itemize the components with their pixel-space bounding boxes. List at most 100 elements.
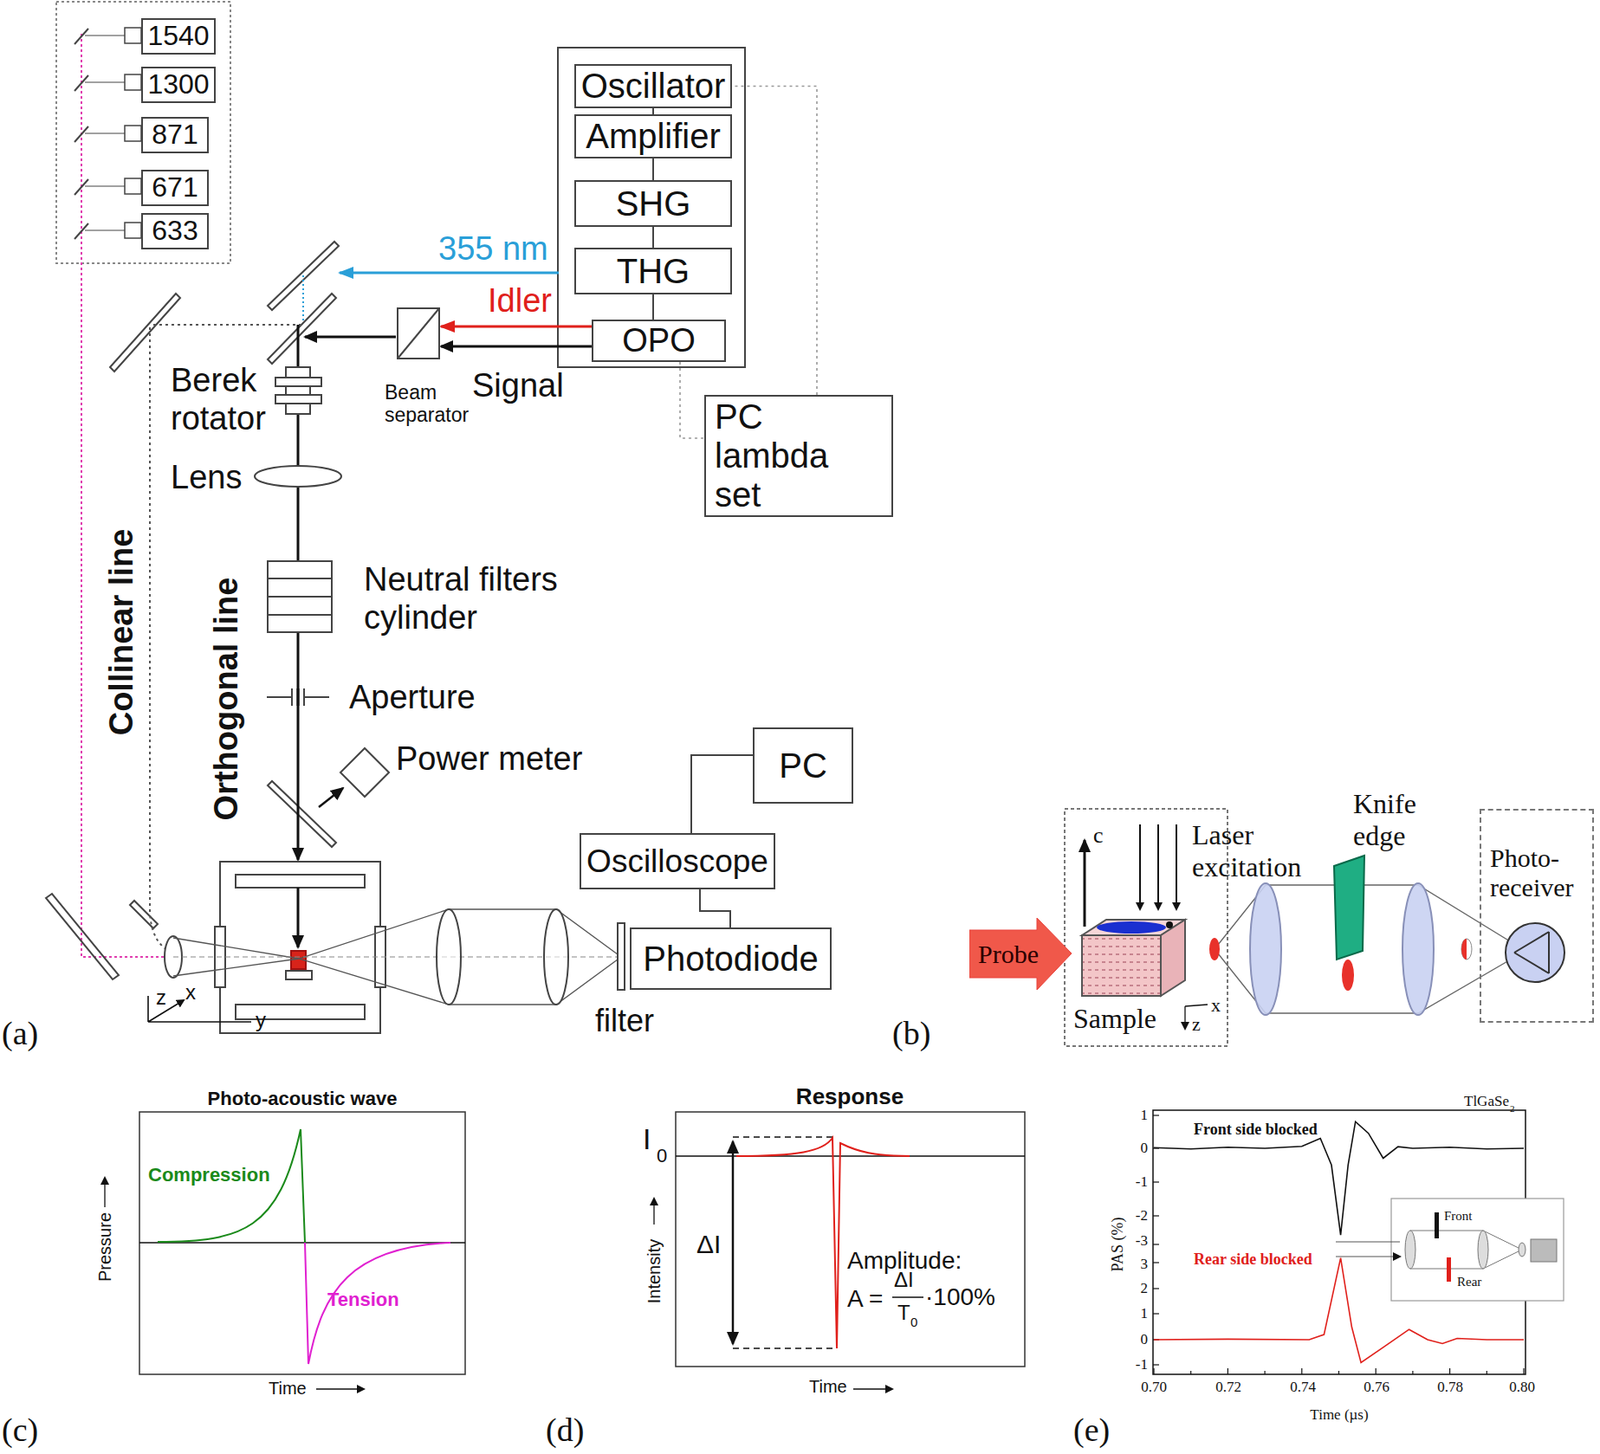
connector xyxy=(731,86,817,396)
mirror xyxy=(267,781,337,848)
collinear-line xyxy=(149,324,304,953)
label: 0.78 xyxy=(1437,1379,1464,1397)
node-text: Photodiode xyxy=(642,939,818,979)
label: 0 xyxy=(1140,1331,1149,1349)
detector xyxy=(1514,932,1549,974)
chart-e xyxy=(1412,1371,1413,1375)
chart-e xyxy=(1446,1257,1452,1283)
node-box: SHG xyxy=(574,180,732,227)
knife-edge xyxy=(1334,855,1365,960)
connector xyxy=(691,755,753,834)
label: Collinear line xyxy=(103,529,142,737)
orthogonal-beam xyxy=(297,688,300,707)
node-box: Probe xyxy=(969,918,1072,991)
power-meter xyxy=(340,748,389,797)
mirror xyxy=(129,900,158,929)
chart-d xyxy=(653,1198,655,1225)
label: Neutral filters cylinder xyxy=(363,561,572,637)
filter xyxy=(617,923,625,991)
chart-c xyxy=(157,1129,305,1244)
node-box: Oscilloscope xyxy=(579,833,776,890)
label: 2 xyxy=(1509,1103,1516,1115)
signal-beam xyxy=(440,345,592,349)
detector xyxy=(1505,923,1565,983)
label: (a) xyxy=(1,1015,39,1054)
label: A = xyxy=(847,1285,883,1314)
diode-holders xyxy=(74,27,142,240)
chart-e xyxy=(1153,1262,1160,1264)
node-box: Photodiode xyxy=(629,927,832,991)
mirror xyxy=(110,293,181,372)
chart-e xyxy=(1153,1121,1524,1236)
label: 0 xyxy=(910,1314,918,1330)
diode-holders xyxy=(84,82,125,84)
label: 0.74 xyxy=(1289,1379,1316,1397)
image-spot xyxy=(1341,959,1354,992)
filter-cylinder xyxy=(267,615,332,633)
uv-beam xyxy=(339,272,559,275)
chart-d xyxy=(654,1112,1025,1390)
laser-housing xyxy=(557,47,745,368)
diode-holders xyxy=(84,133,125,135)
aperture xyxy=(266,688,330,707)
chart-e xyxy=(1153,1313,1160,1315)
label: 355 nm xyxy=(438,230,549,269)
chart-e xyxy=(1338,1371,1340,1375)
beam-separator xyxy=(397,308,440,359)
label: Pressure xyxy=(95,1212,116,1283)
connector xyxy=(680,362,705,439)
chart-d xyxy=(736,1138,910,1349)
emission xyxy=(1209,938,1220,961)
node-box: 633 xyxy=(141,213,209,250)
label: -1 xyxy=(1135,1356,1148,1374)
node-text: Probe xyxy=(978,939,1039,970)
chart-e xyxy=(1434,1212,1439,1239)
label: Time xyxy=(809,1377,848,1398)
c-axis xyxy=(1083,840,1087,927)
label: 2 xyxy=(1140,1280,1149,1298)
label: 0.80 xyxy=(1509,1379,1536,1397)
label: Photo-acoustic wave xyxy=(207,1088,398,1110)
diode-holders xyxy=(124,125,142,142)
label: Rear xyxy=(1457,1275,1482,1290)
label: TlGaSe xyxy=(1463,1093,1510,1111)
chart-e xyxy=(1405,1230,1416,1270)
node-text: SHG xyxy=(615,184,692,224)
excited-spot xyxy=(1096,921,1166,934)
chart-d xyxy=(732,1137,834,1349)
diode-holders xyxy=(74,126,89,143)
label: 0 xyxy=(1140,1140,1149,1158)
lens xyxy=(436,909,461,1005)
label: -2 xyxy=(1135,1207,1148,1225)
chart-e xyxy=(1153,1114,1160,1116)
label: filter xyxy=(595,1003,655,1039)
chart-e xyxy=(1486,1371,1488,1375)
excitation-arrow xyxy=(1157,824,1160,910)
node-text: OPO xyxy=(621,322,695,360)
node-text: Photo-receiver xyxy=(1489,843,1586,902)
node-box: Oscillator xyxy=(574,64,732,109)
label: x xyxy=(1211,994,1221,1017)
berek-rotator xyxy=(275,377,322,387)
sample-chamber xyxy=(220,861,381,1034)
node-text: Oscilloscope xyxy=(586,843,769,880)
inset xyxy=(1391,1198,1564,1302)
node-text: 1540 xyxy=(147,20,209,52)
diode-holders xyxy=(74,28,89,45)
lens xyxy=(1250,883,1282,1016)
mirror xyxy=(267,293,337,364)
chart-c xyxy=(139,1112,466,1375)
node-box: 871 xyxy=(141,116,209,154)
berek-rotator xyxy=(275,395,322,404)
chart-c xyxy=(139,1242,466,1244)
node-box: Amplifier xyxy=(574,114,732,159)
label: (b) xyxy=(892,1015,931,1054)
chart-e xyxy=(1263,1371,1265,1375)
orthogonal-beam xyxy=(297,887,300,948)
label: Rear side blocked xyxy=(1193,1250,1313,1270)
label: T xyxy=(897,1301,911,1326)
chart-c xyxy=(304,1243,451,1365)
chart-e xyxy=(1227,1368,1229,1375)
